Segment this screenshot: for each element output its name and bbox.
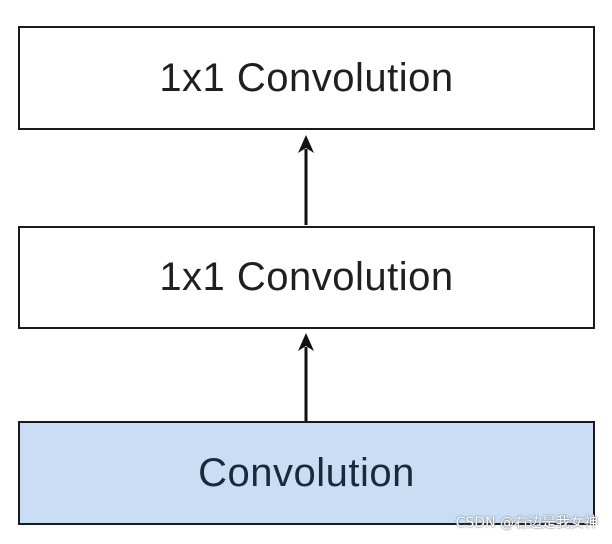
middle-box: 1x1 Convolution xyxy=(18,226,595,329)
bottom-box: Convolution xyxy=(18,421,595,525)
top-box: 1x1 Convolution xyxy=(18,26,595,130)
bottom-box-label: Convolution xyxy=(198,450,415,495)
arrow-bottom-to-middle xyxy=(298,333,314,421)
watermark: CSDN @右边是我女神 xyxy=(455,515,598,531)
arrow-middle-to-top xyxy=(298,135,314,225)
middle-box-label: 1x1 Convolution xyxy=(159,255,454,299)
top-box-label: 1x1 Convolution xyxy=(159,55,454,100)
